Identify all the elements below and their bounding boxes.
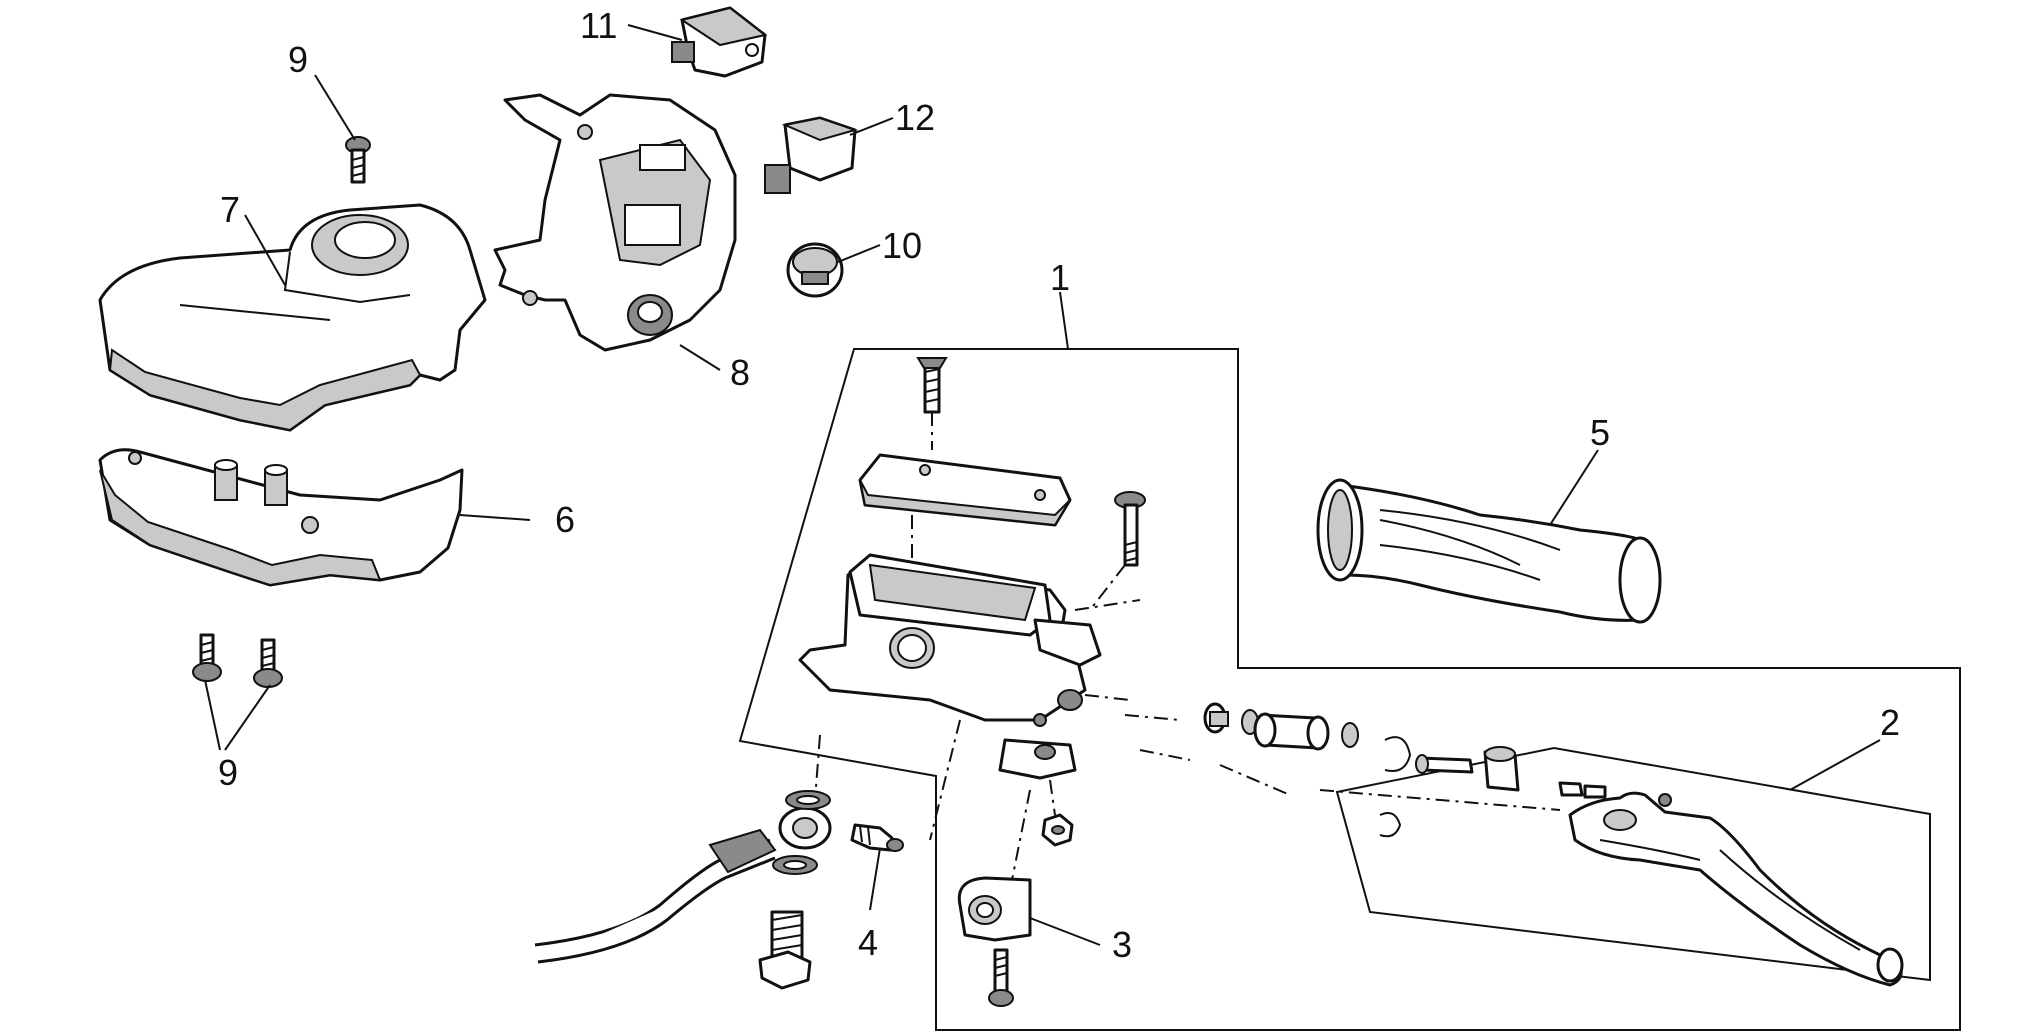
leader-lines (204, 24, 1881, 946)
part-5-grip (1316, 478, 1662, 624)
part-10-knob (786, 242, 844, 298)
part-2-brake-lever (1568, 791, 1904, 987)
label-11: 11 (580, 5, 617, 46)
part-11-switch (671, 6, 768, 78)
part-8-switch-body (493, 93, 737, 352)
part-6-lower-housing (98, 448, 464, 587)
label-12: 12 (895, 97, 935, 138)
assembly-2-outline (1335, 746, 1931, 982)
label-10: 10 (882, 225, 922, 266)
label-5: 5 (1590, 412, 1610, 453)
assembly-lines (814, 412, 1561, 891)
label-3: 3 (1112, 924, 1132, 965)
label-4: 4 (858, 922, 878, 963)
part-3-clamp (957, 876, 1032, 1007)
label-9-bottom: 9 (218, 752, 238, 793)
label-9-top: 9 (288, 39, 308, 80)
label-6: 6 (555, 499, 575, 540)
part-4-bleed-valve (850, 823, 904, 852)
label-1: 1 (1050, 257, 1070, 298)
brake-hose-assembly (534, 790, 832, 990)
part-9-screw-top (345, 136, 371, 184)
assembly-1-outline (738, 348, 1961, 1031)
part-1-master-cylinder (798, 357, 1146, 847)
label-8: 8 (730, 352, 750, 393)
part-7-upper-cover (98, 203, 487, 432)
label-2: 2 (1880, 702, 1900, 743)
callout-labels: 11 12 10 9 7 8 6 9 1 5 2 3 4 (218, 5, 1900, 965)
lever-pivot-hardware (1203, 702, 1607, 838)
label-7: 7 (220, 189, 240, 230)
part-12-switch (764, 116, 859, 194)
part-9-screws-bottom (192, 633, 283, 688)
